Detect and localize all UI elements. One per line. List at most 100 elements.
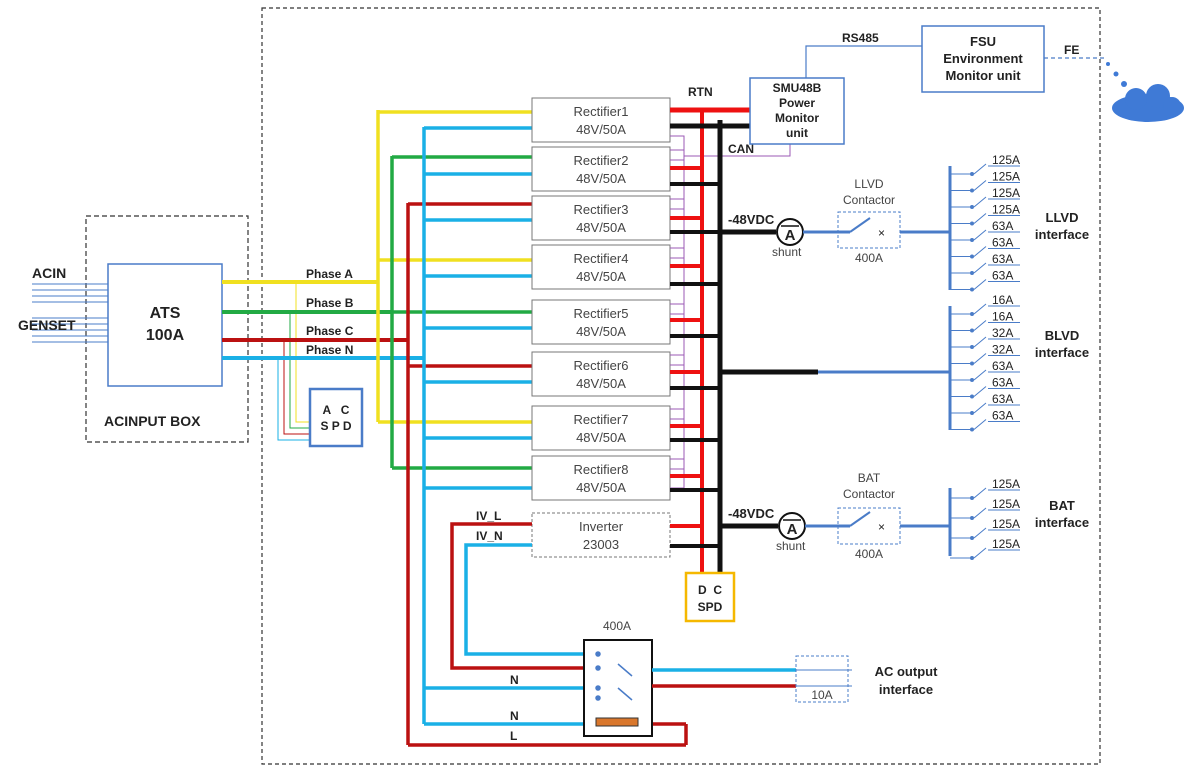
- smu-line1: SMU48B: [773, 81, 822, 95]
- bat-interface-line2: interface: [1035, 515, 1089, 530]
- ac-spd-line2: S P D: [320, 419, 351, 433]
- breaker: 32A: [950, 326, 1020, 349]
- rectifier-1: Rectifier1 48V/50A: [531, 97, 671, 143]
- smu-line3: Monitor: [775, 111, 819, 125]
- breaker: 125A: [950, 153, 1020, 176]
- acin-lines: [32, 283, 108, 343]
- breaker: 125A: [950, 477, 1020, 500]
- breaker-rating: 125A: [992, 203, 1020, 217]
- phase-a-label: Phase A: [306, 267, 353, 281]
- rectifier-7: Rectifier7 48V/50A: [531, 405, 671, 451]
- rectifier-rating: 48V/50A: [576, 430, 626, 445]
- ac-switch-rating: 400A: [603, 619, 631, 633]
- can-bus: [670, 135, 791, 489]
- rectifier-5: Rectifier5 48V/50A: [531, 299, 671, 345]
- rectifier-name: Rectifier1: [574, 104, 629, 119]
- breaker: 125A: [950, 170, 1020, 193]
- breaker: 63A: [950, 359, 1020, 382]
- ac-spd-line1: A C: [323, 403, 350, 417]
- breaker: 16A: [950, 310, 1020, 333]
- inverter: Inverter 23003: [531, 512, 671, 558]
- rectifier-name: Rectifier3: [574, 202, 629, 217]
- ats-rating: 100A: [146, 327, 185, 344]
- rectifier-4: Rectifier4 48V/50A: [531, 244, 671, 290]
- rectifier-name: Rectifier4: [574, 251, 629, 266]
- bat-contactor-rating: 400A: [855, 547, 883, 561]
- cloud-icon: [1106, 62, 1184, 122]
- breaker-rating: 63A: [992, 219, 1013, 233]
- neg48-bottom-label: -48VDC: [728, 506, 775, 521]
- acin-label: ACIN: [32, 265, 66, 281]
- blvd-interface-line2: interface: [1035, 345, 1089, 360]
- breaker-rating: 63A: [992, 409, 1013, 423]
- smu-line2: Power: [779, 96, 815, 110]
- llvd-contactor-switch: [849, 217, 871, 233]
- breaker: 125A: [950, 186, 1020, 209]
- llvd-contactor-line2: Contactor: [843, 193, 895, 207]
- l-label: L: [510, 729, 517, 743]
- smu-line4: unit: [786, 126, 808, 140]
- rectifier-8: Rectifier8 48V/50A: [531, 455, 671, 501]
- bat-contactor-x: ×: [878, 520, 885, 534]
- breaker-rating: 32A: [992, 326, 1013, 340]
- breaker-rating: 63A: [992, 392, 1013, 406]
- acinput-box: [85, 215, 249, 443]
- rectifier-rating: 48V/50A: [576, 122, 626, 137]
- breaker-rating: 63A: [992, 269, 1013, 283]
- breaker: 125A: [950, 517, 1020, 540]
- phase-b-label: Phase B: [306, 296, 354, 310]
- fe-label: FE: [1064, 43, 1079, 57]
- rectifier-6: Rectifier6 48V/50A: [531, 351, 671, 397]
- rectifier-rating: 48V/50A: [576, 480, 626, 495]
- llvd-contactor-rating: 400A: [855, 251, 883, 265]
- breaker-rating: 63A: [992, 359, 1013, 373]
- neg48-top-label: -48VDC: [728, 212, 775, 227]
- ac-spd-wires: [277, 282, 310, 441]
- rectifier-rating: 48V/50A: [576, 324, 626, 339]
- breaker-rating: 125A: [992, 477, 1020, 491]
- rectifier-rating: 48V/50A: [576, 376, 626, 391]
- ac-spd-box: [308, 387, 364, 448]
- rectifier-2: Rectifier2 48V/50A: [531, 146, 671, 192]
- rtn-label: RTN: [688, 85, 713, 99]
- phase-b-bus: [390, 155, 532, 470]
- n-label-1: N: [510, 673, 519, 687]
- bat-interface-line1: BAT: [1049, 498, 1075, 513]
- breaker: 63A: [950, 409, 1020, 432]
- fsu-line1: FSU: [970, 34, 996, 49]
- breaker-rating: 63A: [992, 376, 1013, 390]
- breaker-rating: 125A: [992, 170, 1020, 184]
- inverter-ac-leads: [450, 522, 598, 670]
- ac-output-line2: interface: [879, 682, 933, 697]
- breaker-rating: 125A: [992, 497, 1020, 511]
- rs485-label: RS485: [842, 31, 879, 45]
- breaker-rating: 125A: [992, 186, 1020, 200]
- shunt-top-label: shunt: [772, 245, 802, 259]
- phase-n-bus: [422, 126, 598, 726]
- llvd-contactor-box: [837, 211, 901, 249]
- dc-spd-line1: D C: [698, 583, 722, 597]
- fsu-line2: Environment: [943, 51, 1023, 66]
- ac-switch-outputs: [652, 668, 796, 688]
- breaker-rating: 32A: [992, 343, 1013, 357]
- breaker: 16A: [950, 293, 1020, 316]
- dc-spd-line2: SPD: [698, 600, 723, 614]
- rectifier-name: Rectifier2: [574, 153, 629, 168]
- ats-label: ATS: [150, 305, 181, 322]
- fsu-line3: Monitor unit: [945, 68, 1021, 83]
- ac-output-line1: AC output: [875, 664, 938, 679]
- iv-l-label: IV_L: [476, 509, 501, 523]
- dc-spd-box: [684, 571, 736, 623]
- ats-box: [107, 263, 223, 387]
- bat-contactor-line2: Contactor: [843, 487, 895, 501]
- inverter-name: Inverter: [579, 519, 624, 534]
- acinput-box-label: ACINPUT BOX: [104, 413, 201, 429]
- fsu-box: [921, 25, 1045, 93]
- breaker: 125A: [950, 537, 1020, 560]
- llvd-contactor-line1: LLVD: [854, 177, 883, 191]
- ac-switch-contacts: [595, 651, 633, 701]
- genset-label: GENSET: [18, 317, 76, 333]
